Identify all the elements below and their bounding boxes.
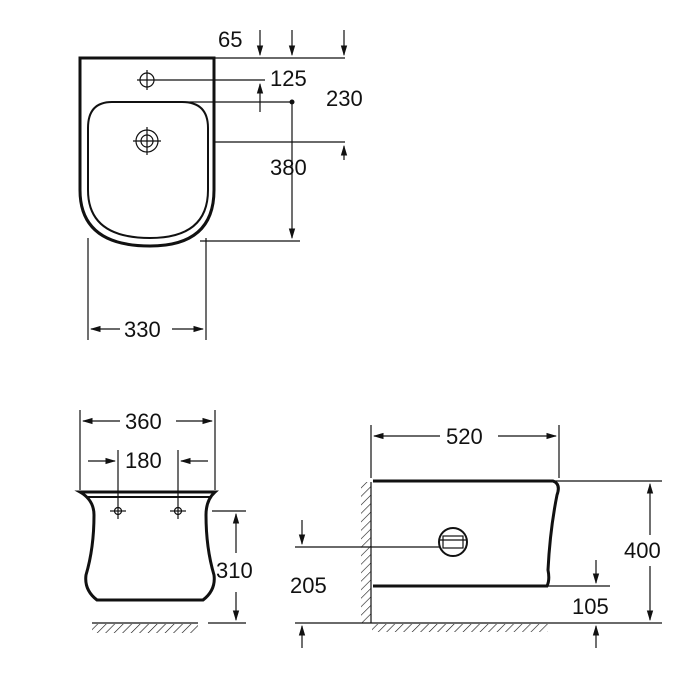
dim-total-width: 360 — [125, 409, 162, 434]
floor-hatch-icon — [92, 622, 198, 633]
dim-width: 330 — [124, 317, 161, 342]
dim-fixing-spacing: 180 — [125, 448, 162, 473]
dim-floor-gap: 105 — [572, 594, 609, 619]
front-view-outline — [74, 490, 219, 602]
dim-height: 310 — [216, 558, 253, 583]
dim-bowl-depth: 380 — [270, 155, 307, 180]
dim-tap-offset: 65 — [218, 27, 242, 52]
side-view: 520 400 205 105 — [290, 424, 662, 648]
dim-total-depth: 230 — [326, 86, 363, 111]
tap-hole-icon — [137, 70, 157, 90]
top-view-outline — [78, 56, 216, 248]
fixing-bolt-icon — [110, 503, 126, 519]
top-view-bowl — [87, 101, 209, 240]
dim-waste-height: 205 — [290, 573, 327, 598]
dim-tap-from-wall: 125 — [270, 66, 307, 91]
dim-height-side: 400 — [624, 538, 661, 563]
dim-length: 520 — [446, 424, 483, 449]
side-view-outline — [373, 479, 560, 588]
front-view: 360 180 310 — [74, 409, 253, 633]
drain-icon — [133, 127, 161, 155]
top-view: 65 125 230 380 330 — [78, 27, 363, 342]
fixing-bolt-icon — [170, 503, 186, 519]
wall-hatch-icon — [361, 482, 372, 623]
waste-outlet-icon — [438, 527, 468, 557]
floor-hatch-icon — [371, 622, 548, 632]
